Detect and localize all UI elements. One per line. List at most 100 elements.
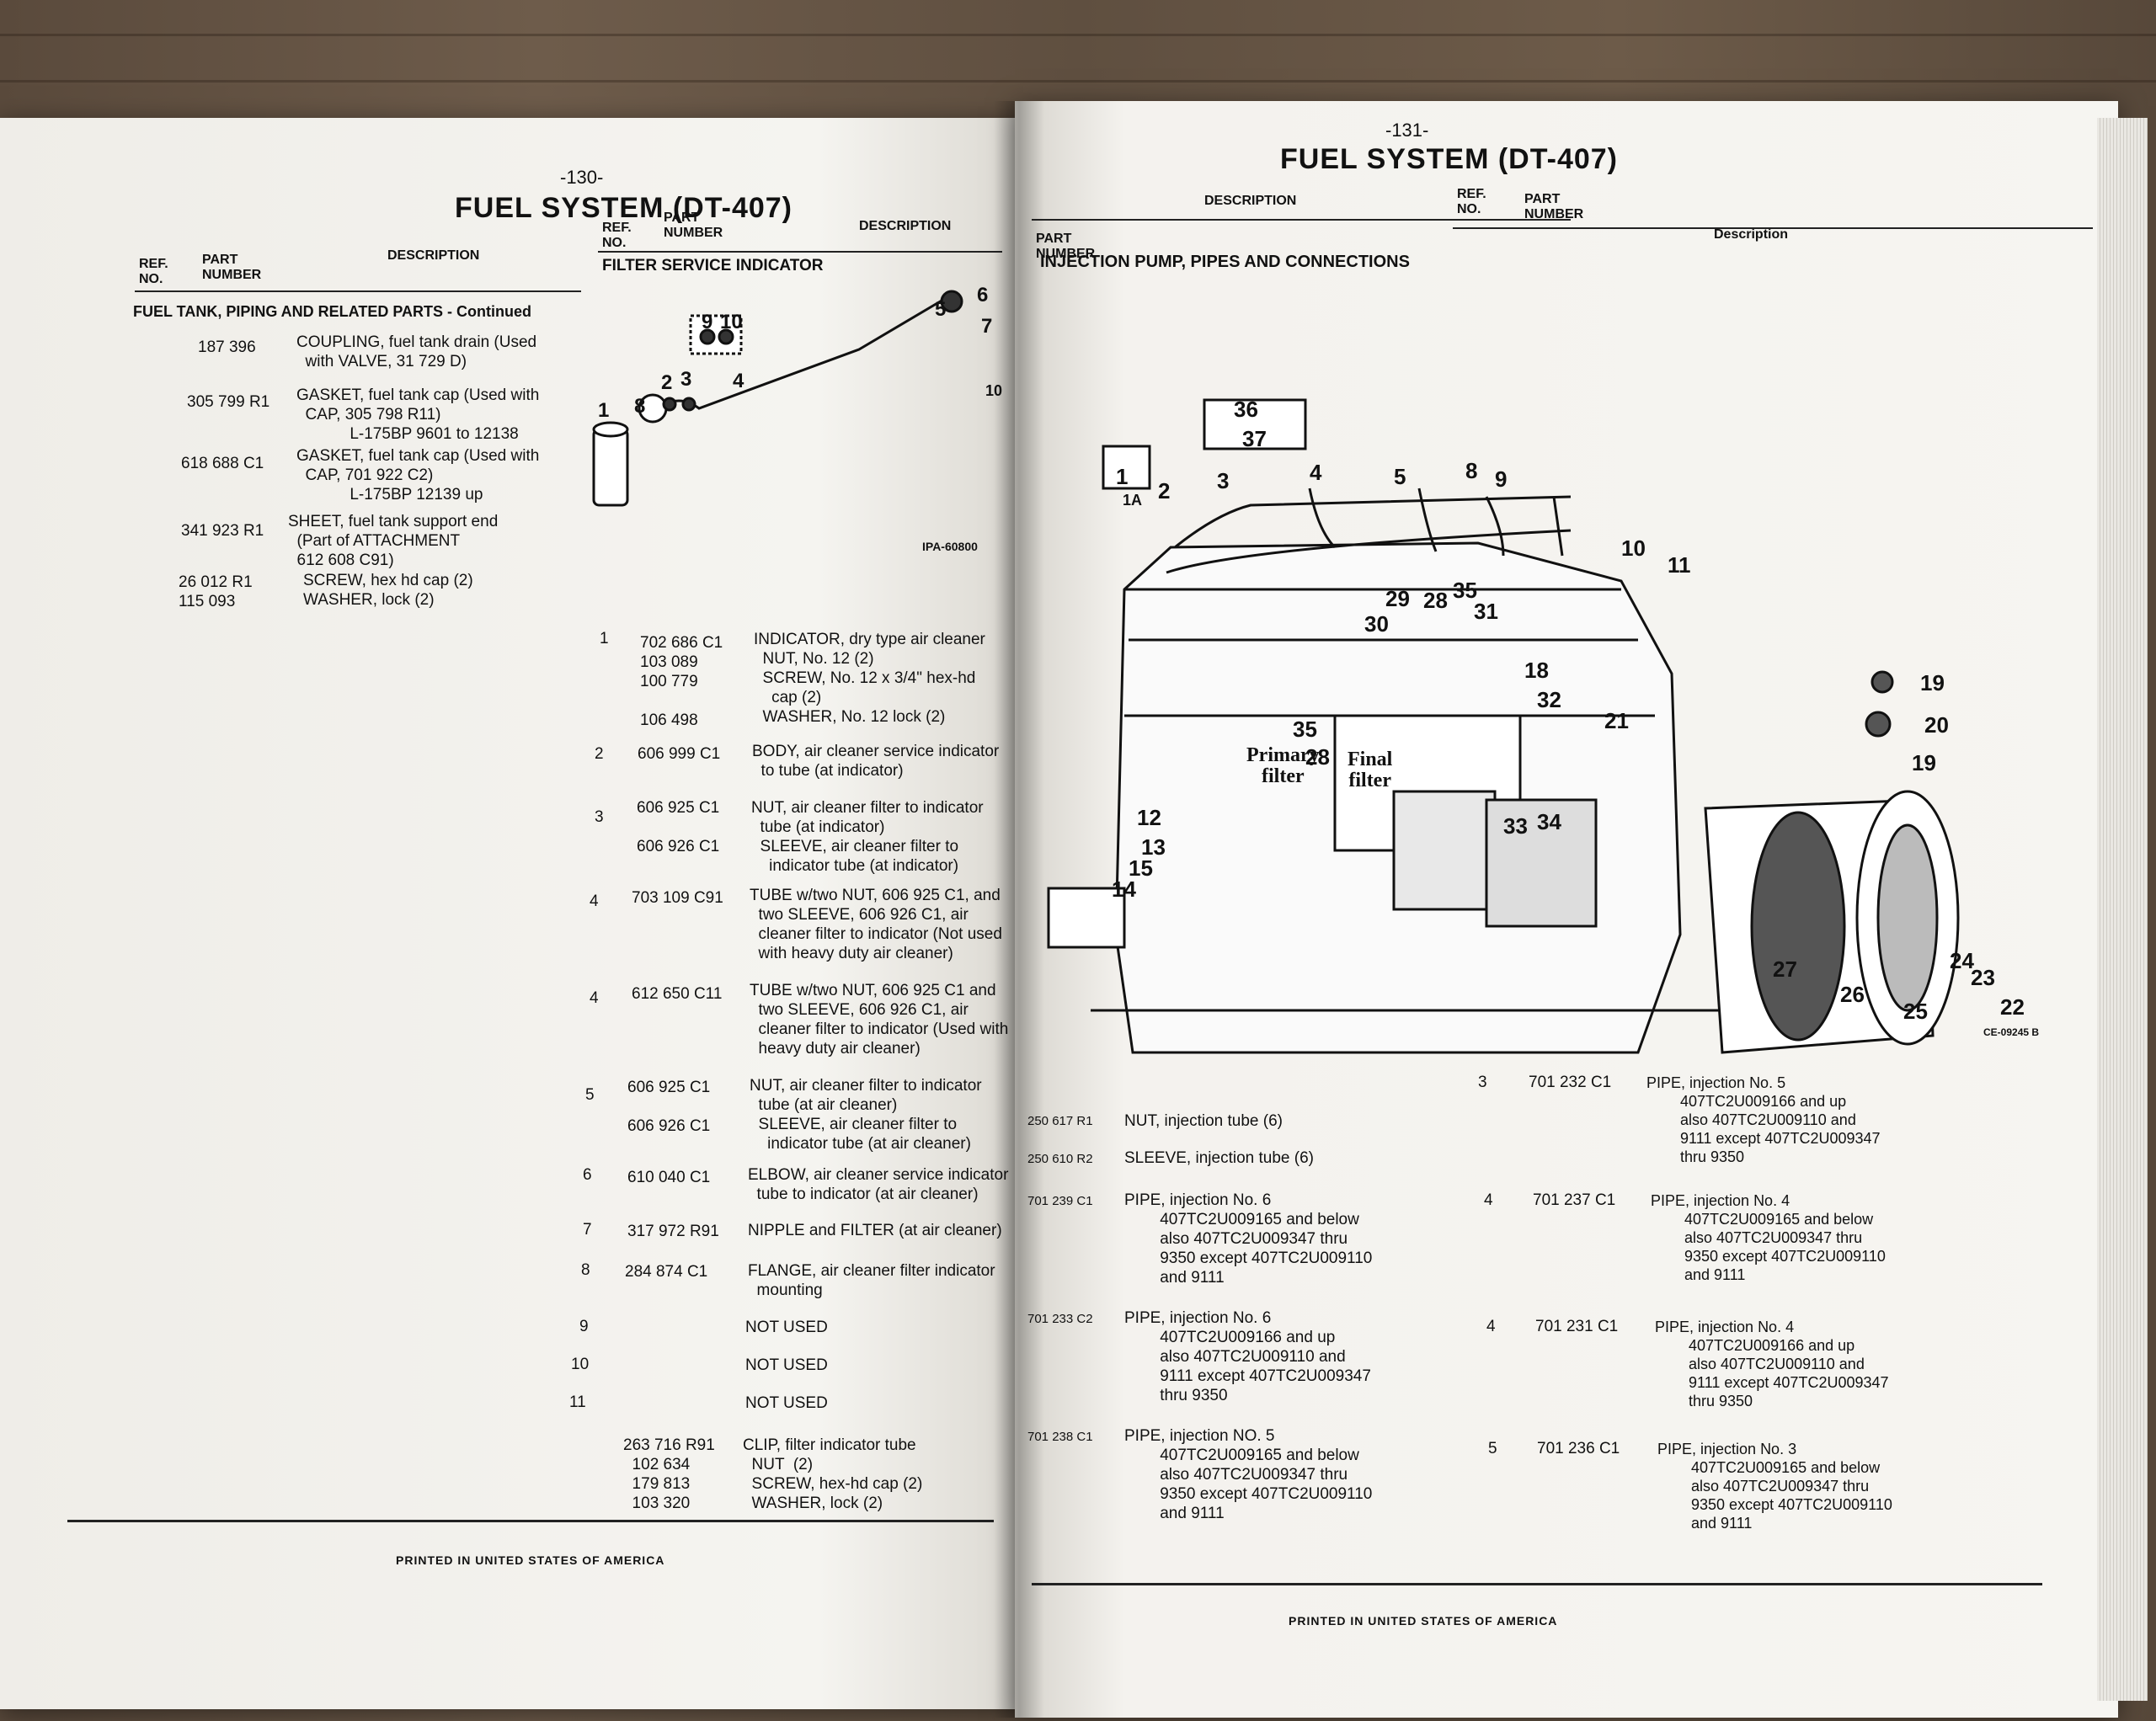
svg-text:14: 14 (1112, 876, 1136, 902)
svg-text:36: 36 (1234, 397, 1258, 422)
col-header-desc: DESCRIPTION (1204, 194, 1297, 208)
part-description: COUPLING, fuel tank drain (Used with VAL… (296, 333, 537, 370)
col-header-ref: REF. NO. (1457, 187, 1486, 216)
svg-text:10: 10 (720, 311, 743, 333)
svg-text:6: 6 (977, 284, 988, 306)
svg-text:7: 7 (981, 315, 992, 338)
part-description: TUBE w/two NUT, 606 925 C1, and two SLEE… (750, 887, 1002, 962)
left-page: -130- FUEL SYSTEM (DT-407) REF. NO. PART… (0, 118, 1023, 1709)
part-description: PIPE, injection No. 5 407TC2U009166 and … (1646, 1074, 1881, 1165)
svg-text:2: 2 (661, 371, 672, 394)
svg-text:20: 20 (1924, 712, 1949, 738)
ref-number: 1 (600, 630, 609, 647)
svg-text:19: 19 (1912, 750, 1936, 775)
part-description: NUT, air cleaner filter to indicator tub… (751, 799, 984, 875)
svg-text:37: 37 (1242, 426, 1267, 451)
ref-number: 3 (1478, 1074, 1487, 1091)
ref-number: 8 (581, 1261, 590, 1279)
part-description: NOT USED (745, 1356, 828, 1374)
ref-number: 9 (579, 1318, 589, 1335)
page-stack-edge (2097, 118, 2148, 1701)
ref-number: 5 (585, 1086, 595, 1104)
svg-text:4: 4 (1310, 460, 1322, 485)
part-number: 701 232 C1 (1529, 1074, 1612, 1091)
part-description: GASKET, fuel tank cap (Used with CAP, 30… (296, 386, 540, 443)
svg-text:8: 8 (634, 395, 645, 418)
svg-text:33: 33 (1503, 813, 1528, 839)
part-description: NUT, injection tube (6) (1124, 1112, 1283, 1130)
section-title: FUEL TANK, PIPING AND RELATED PARTS - Co… (133, 303, 531, 320)
svg-text:35: 35 (1453, 578, 1477, 603)
part-number: 701 233 C2 (1027, 1312, 1093, 1326)
ref-number: 4 (1484, 1191, 1493, 1209)
svg-text:30: 30 (1364, 611, 1389, 637)
svg-text:5: 5 (1394, 464, 1406, 489)
section-title: FILTER SERVICE INDICATOR (602, 257, 824, 274)
part-number: 701 239 C1 (1027, 1194, 1093, 1208)
svg-text:9: 9 (1495, 466, 1507, 492)
part-number: 701 231 C1 (1535, 1318, 1619, 1335)
part-description: TUBE w/two NUT, 606 925 C1 and two SLEEV… (750, 982, 1008, 1058)
ref-number: 6 (583, 1166, 592, 1184)
svg-text:19: 19 (1920, 670, 1945, 695)
svg-text:3: 3 (1217, 468, 1229, 493)
svg-text:18: 18 (1524, 658, 1549, 683)
svg-text:9: 9 (702, 311, 712, 333)
part-number: 702 686 C1 103 089 100 779 106 498 (640, 634, 723, 729)
svg-text:29: 29 (1385, 586, 1410, 611)
page-footer: PRINTED IN UNITED STATES OF AMERICA (396, 1553, 665, 1567)
svg-text:22: 22 (2000, 994, 2025, 1020)
svg-text:12: 12 (1137, 805, 1161, 830)
part-description: PIPE, injection NO. 5 407TC2U009165 and … (1124, 1427, 1373, 1522)
footer-rule (1032, 1583, 2042, 1585)
page-number: -130- (560, 167, 604, 188)
svg-text:28: 28 (1305, 744, 1330, 770)
svg-text:28: 28 (1423, 588, 1448, 613)
col-header-desc: DESCRIPTION (859, 219, 952, 233)
svg-text:31: 31 (1474, 599, 1498, 624)
svg-text:32: 32 (1537, 687, 1561, 712)
part-description: ELBOW, air cleaner service indicator tub… (748, 1166, 1009, 1203)
part-description: PIPE, injection No. 6 407TC2U009165 and … (1124, 1191, 1373, 1287)
col-header-ref: REF. NO. (602, 221, 632, 250)
footer-rule (67, 1520, 994, 1522)
header-rule (1453, 227, 2093, 229)
part-number: 612 650 C11 (632, 985, 723, 1003)
diagram-code: CE-09245 B (1983, 1026, 2039, 1038)
part-description: FLANGE, air cleaner filter indicator mou… (748, 1262, 995, 1299)
primary-filter-label: Primary filter (1246, 744, 1320, 787)
col-header-desc: DESCRIPTION (387, 248, 480, 263)
page-title: FUEL SYSTEM (DT-407) (455, 192, 792, 224)
part-description: SCREW, hex hd cap (2) WASHER, lock (2) (303, 572, 473, 609)
part-number: 606 925 C1 606 926 C1 (637, 799, 720, 855)
svg-text:35: 35 (1293, 717, 1317, 742)
part-description: GASKET, fuel tank cap (Used with CAP, 70… (296, 447, 540, 504)
ref-number: 7 (583, 1221, 592, 1239)
part-number: 606 999 C1 (638, 745, 721, 763)
part-number: 305 799 R1 (187, 393, 270, 411)
part-description: INDICATOR, dry type air cleaner NUT, No.… (754, 631, 985, 726)
part-description: CLIP, filter indicator tube NUT (2) SCRE… (743, 1436, 923, 1512)
col-header-part: PART NUMBER (1524, 192, 1584, 221)
book-gutter (994, 101, 1044, 1718)
part-description: BODY, air cleaner service indicator to t… (752, 743, 1000, 780)
ref-number: 4 (590, 989, 599, 1007)
svg-text:15: 15 (1129, 855, 1153, 881)
svg-text:3: 3 (680, 368, 691, 391)
part-number: 701 237 C1 (1533, 1191, 1616, 1209)
header-rule (1032, 219, 1571, 221)
header-rule (135, 290, 581, 292)
part-number: 610 040 C1 (627, 1169, 711, 1186)
part-number: 317 972 R91 (627, 1223, 719, 1240)
svg-text:8: 8 (1465, 458, 1477, 483)
right-page: -131- FUEL SYSTEM (DT-407) PART NUMBER D… (1015, 101, 2118, 1718)
final-filter-label: Final filter (1348, 749, 1393, 791)
ref-number: 5 (1488, 1440, 1497, 1457)
svg-text:4: 4 (733, 370, 744, 392)
part-number: 250 610 R2 (1027, 1152, 1093, 1166)
page-title: FUEL SYSTEM (DT-407) (1280, 143, 1618, 175)
col-header-desc: Description (1714, 227, 1789, 242)
svg-text:21: 21 (1604, 708, 1629, 733)
